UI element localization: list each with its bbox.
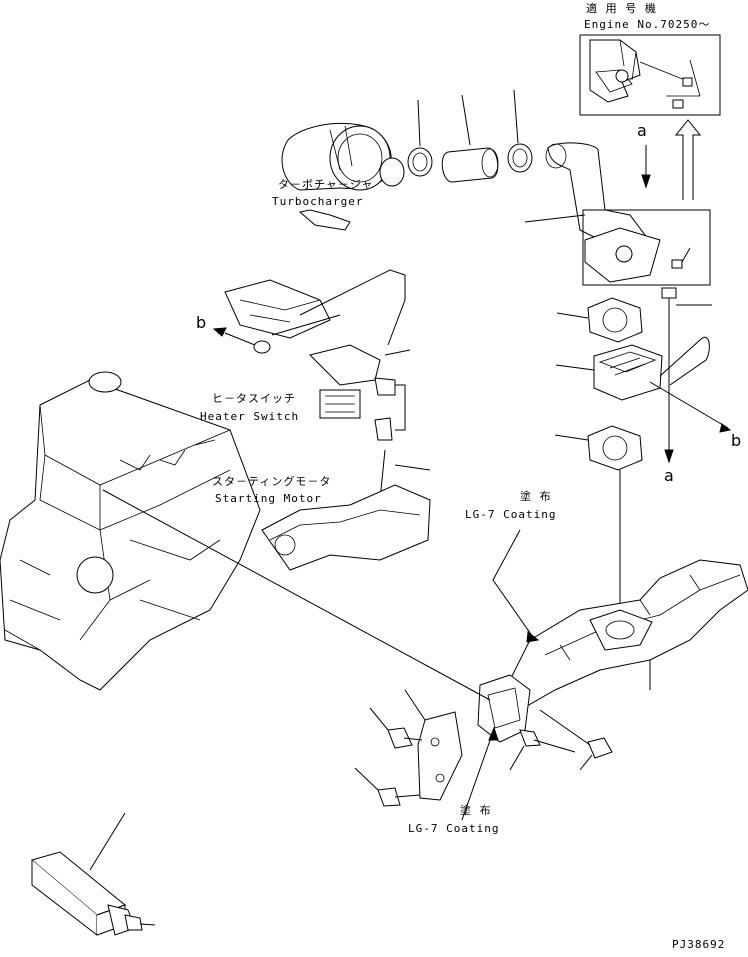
applicable-jp-label: 適 用 号 機 xyxy=(586,2,657,15)
valve-cover xyxy=(212,269,406,354)
leader-lines xyxy=(102,489,540,821)
turbocharger xyxy=(281,122,405,231)
engine-block xyxy=(0,371,261,691)
reference-b-right: b xyxy=(731,431,742,450)
turbocharger-en-label: Turbocharger xyxy=(272,195,364,208)
drawing-number: PJ38692 xyxy=(672,938,726,951)
heater-switch-starting-motor xyxy=(261,344,431,571)
coating-en-label-2: LG-7 Coating xyxy=(408,822,500,835)
intake-manifold xyxy=(477,559,748,743)
inset-elbow-new xyxy=(579,34,721,116)
engine-no-label: Engine No.70250～ xyxy=(584,18,711,31)
coating-jp-label-1: 塗 布 xyxy=(520,490,552,503)
reference-b-left: b xyxy=(196,313,207,332)
reference-a-top: a xyxy=(637,121,647,140)
heater-switch-jp-label: ヒ－タスイッチ xyxy=(212,392,296,405)
turbocharger-jp-label: タ－ボチャ－ジャ xyxy=(278,178,374,191)
bracket-and-bolts xyxy=(354,689,613,807)
intake-elbow xyxy=(524,142,711,286)
starting-motor-en-label: Starting Motor xyxy=(215,492,322,505)
coating-jp-label-2: 塗 布 xyxy=(460,804,492,817)
heater-switch-en-label: Heater Switch xyxy=(200,410,300,423)
tool-extension xyxy=(30,812,156,937)
hose-clamps xyxy=(407,89,533,183)
coating-en-label-1: LG-7 Coating xyxy=(465,508,557,521)
heater-assembly xyxy=(554,287,732,610)
upgrade-arrow xyxy=(641,119,702,200)
reference-a-bottom: a xyxy=(664,466,674,485)
starting-motor-jp-label: スタ－ティングモ－タ xyxy=(212,475,332,488)
